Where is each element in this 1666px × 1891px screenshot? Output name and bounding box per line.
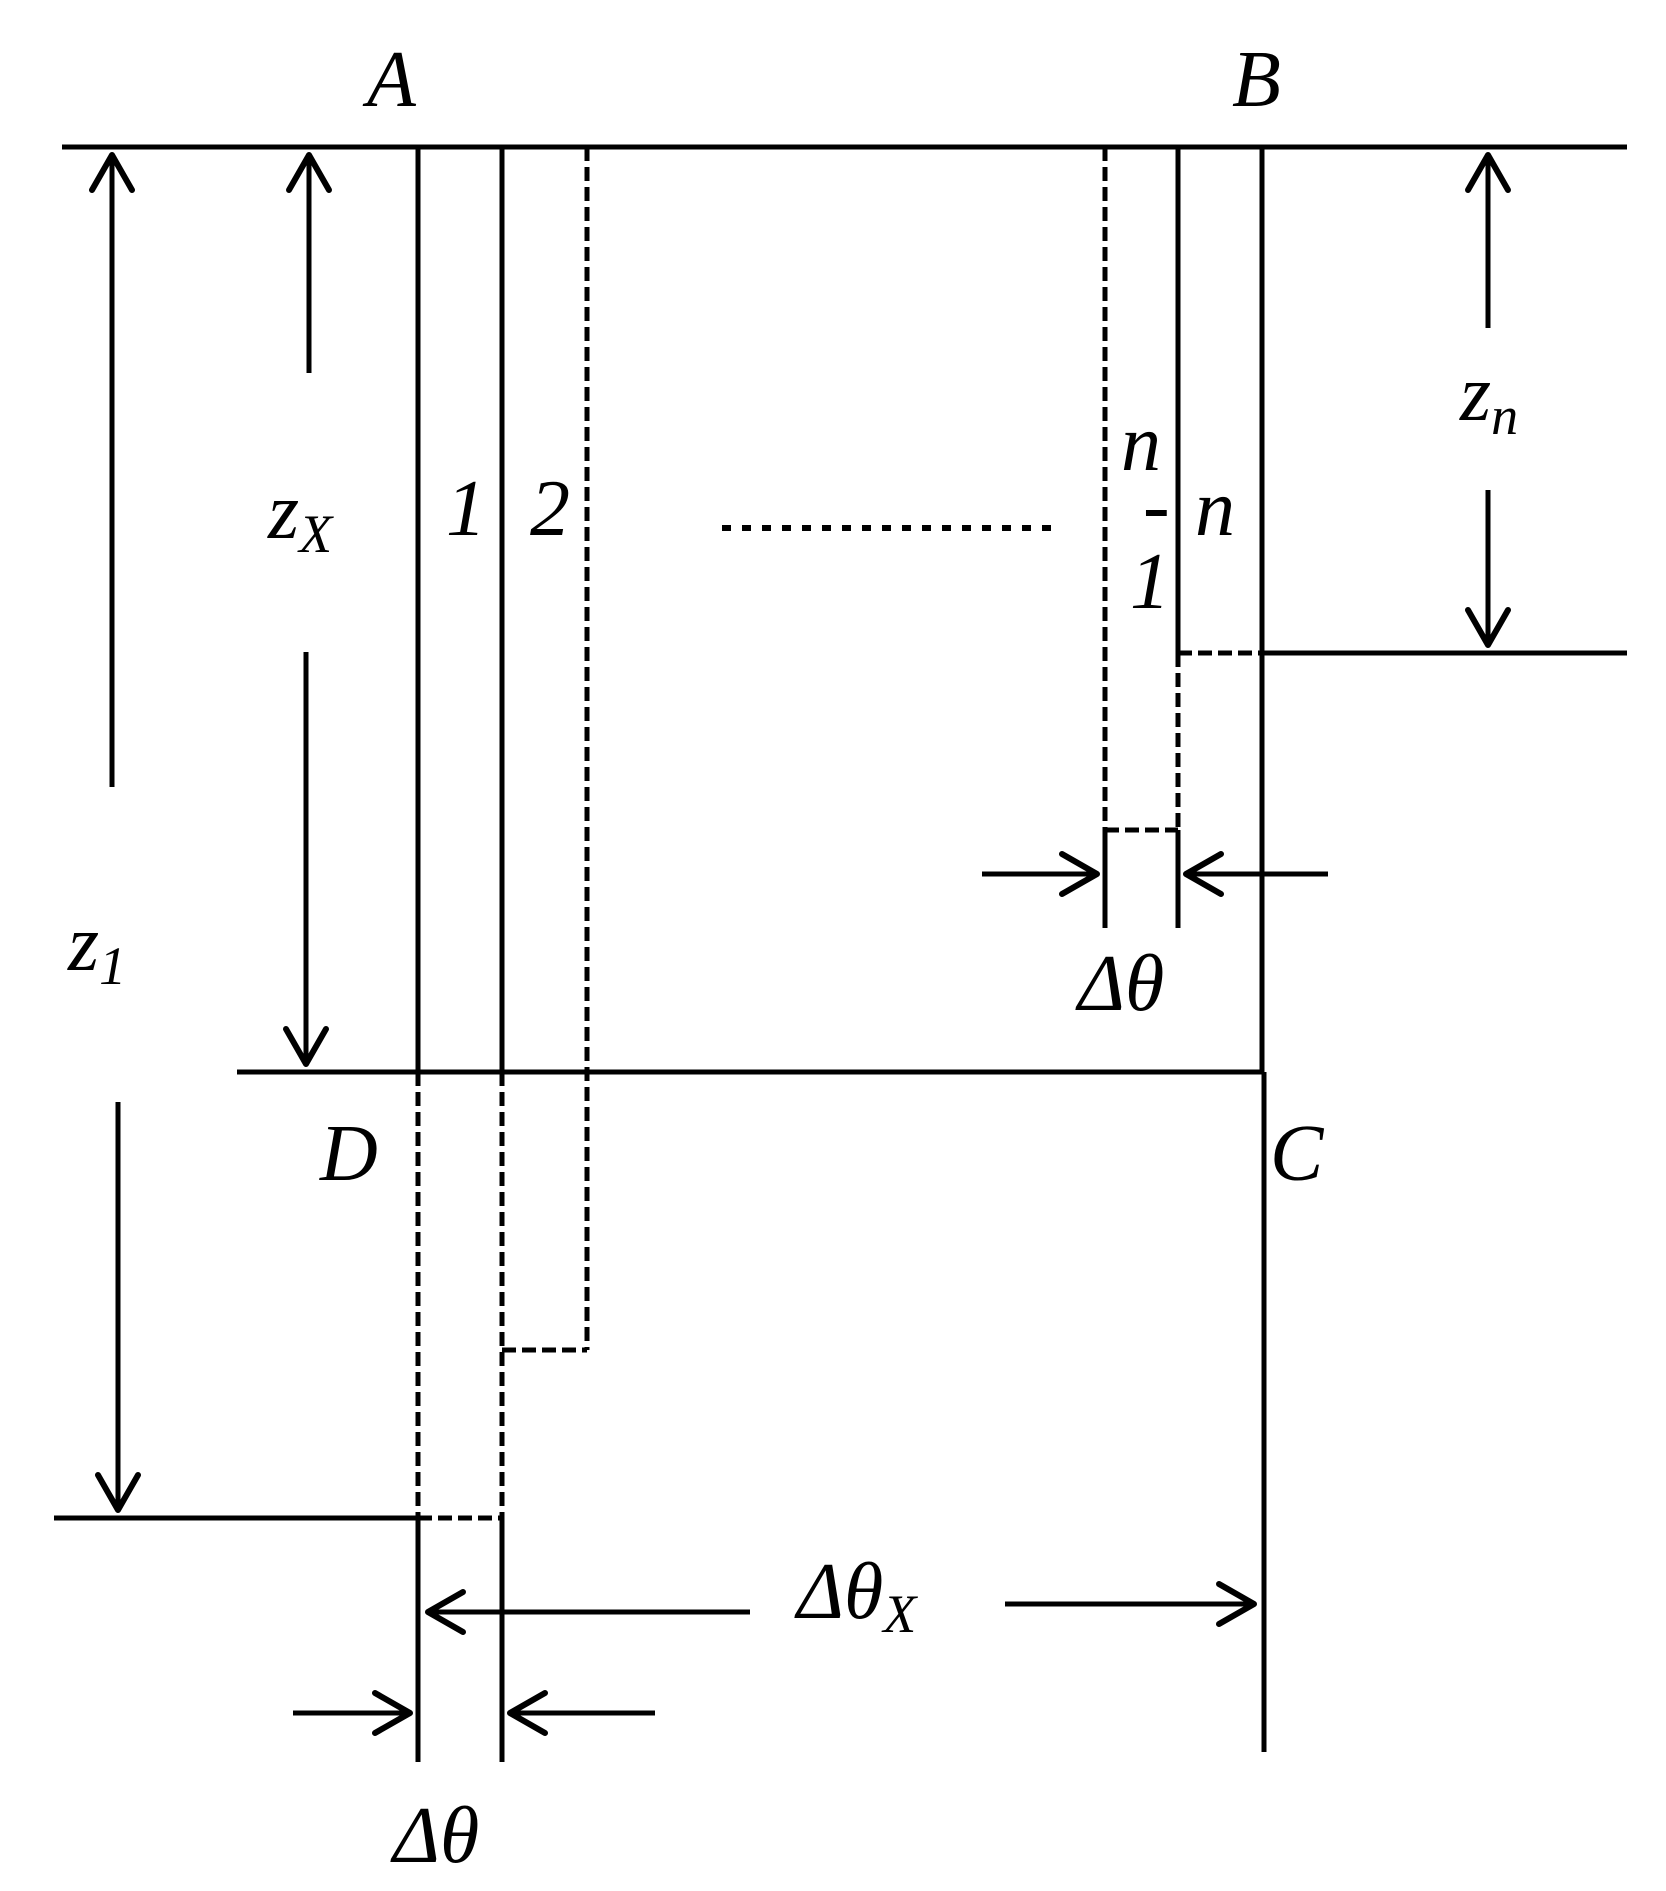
- delta-theta-x-label: ΔθX: [794, 1548, 918, 1644]
- strip-label-n-minus-1-top: n: [1121, 400, 1161, 488]
- corner-label-a: A: [362, 36, 417, 124]
- zn-dimension-arrow: [1465, 152, 1511, 648]
- strip-label-n-minus-1-bar: -: [1143, 462, 1170, 550]
- delta-theta-bottom-arrows: [293, 1690, 655, 1736]
- zx-dimension-arrow: [283, 152, 332, 1067]
- delta-theta-x-arrows: [425, 1581, 1257, 1635]
- zn-label: zn: [1459, 350, 1518, 446]
- corner-label-b: B: [1232, 36, 1281, 124]
- zx-label: zX: [267, 468, 334, 564]
- strip-label-1: 1: [446, 465, 486, 553]
- delta-theta-bottom-label: Δθ: [390, 1792, 479, 1880]
- z1-dimension-arrow: [89, 152, 141, 1513]
- z1-label: z1: [67, 900, 126, 996]
- corner-label-d: D: [319, 1110, 378, 1198]
- delta-theta-top-label: Δθ: [1075, 940, 1164, 1028]
- strip-label-2: 2: [530, 465, 570, 553]
- strip-label-n: n: [1195, 465, 1235, 553]
- corner-label-c: C: [1270, 1110, 1325, 1198]
- strip-label-n-minus-1-bottom: 1: [1130, 538, 1170, 626]
- delta-theta-top-arrows: [982, 851, 1328, 897]
